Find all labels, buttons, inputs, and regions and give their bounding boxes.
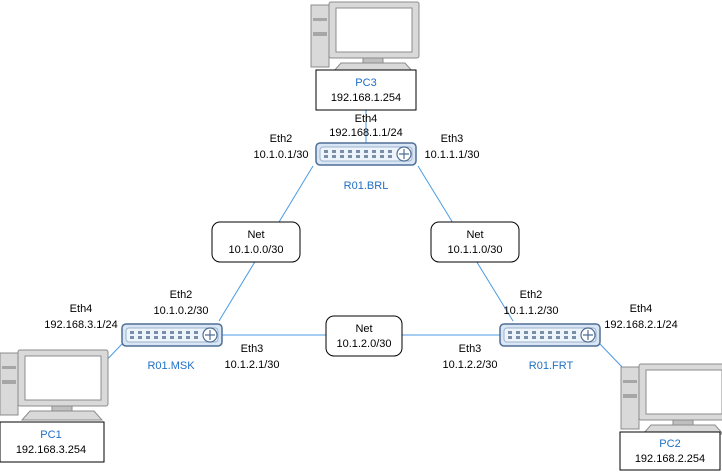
net-brl-msk-box <box>211 221 301 263</box>
pc2-ip: 192.168.2.254 <box>635 453 705 465</box>
pc1-label-box <box>0 421 105 463</box>
pc1-ip: 192.168.3.254 <box>16 444 86 456</box>
pc2-name: PC2 <box>659 438 680 450</box>
brl-eth4-label: Eth4 <box>355 113 378 125</box>
frt-eth2-label: Eth2 <box>520 289 543 301</box>
msk-eth4-ip: 192.168.3.1/24 <box>44 319 117 331</box>
net-msk-frt-label: Net <box>355 323 372 335</box>
brl-eth4-ip: 192.168.1.1/24 <box>329 127 402 139</box>
net-brl-frt-box <box>430 221 520 263</box>
router-brl-icon <box>315 142 417 166</box>
link-frt-pc2 <box>599 343 624 369</box>
router-frt-name: R01.FRT <box>529 360 574 372</box>
msk-eth2-ip: 10.1.0.2/30 <box>153 305 208 317</box>
pc1-name: PC1 <box>40 429 61 441</box>
router-msk-name: R01.MSK <box>147 360 195 372</box>
router-frt-icon <box>499 323 601 347</box>
brl-eth3-label: Eth3 <box>441 133 464 145</box>
pc2-label-box <box>619 431 721 471</box>
pc3-name: PC3 <box>355 77 376 89</box>
brl-eth2-label: Eth2 <box>270 133 293 145</box>
pc3-label-box <box>315 69 417 111</box>
pc1-computer-icon <box>0 349 109 421</box>
net-msk-frt-box <box>325 315 403 357</box>
pc3-computer-icon <box>310 1 420 73</box>
router-brl-name: R01.BRL <box>344 180 389 192</box>
frt-eth4-label: Eth4 <box>630 303 653 315</box>
frt-eth2-ip: 10.1.1.2/30 <box>503 305 558 317</box>
net-brl-frt-label: Net <box>466 229 483 241</box>
brl-eth3-ip: 10.1.1.1/30 <box>424 149 479 161</box>
net-brl-frt-subnet: 10.1.1.0/30 <box>447 244 502 256</box>
pc3-ip: 192.168.1.254 <box>331 92 401 104</box>
frt-eth4-ip: 192.168.2.1/24 <box>604 319 677 331</box>
frt-eth3-ip: 10.1.2.2/30 <box>442 359 497 371</box>
brl-eth2-ip: 10.1.0.1/30 <box>253 149 308 161</box>
router-msk-icon <box>121 323 223 347</box>
frt-eth3-label: Eth3 <box>459 343 482 355</box>
msk-eth3-ip: 10.1.2.1/30 <box>224 359 279 371</box>
net-brl-msk-label: Net <box>247 229 264 241</box>
pc2-computer-icon <box>620 363 722 435</box>
net-msk-frt-subnet: 10.1.2.0/30 <box>336 338 391 350</box>
msk-eth3-label: Eth3 <box>241 343 264 355</box>
msk-eth2-label: Eth2 <box>170 289 193 301</box>
msk-eth4-label: Eth4 <box>70 303 93 315</box>
net-brl-msk-subnet: 10.1.0.0/30 <box>228 244 283 256</box>
